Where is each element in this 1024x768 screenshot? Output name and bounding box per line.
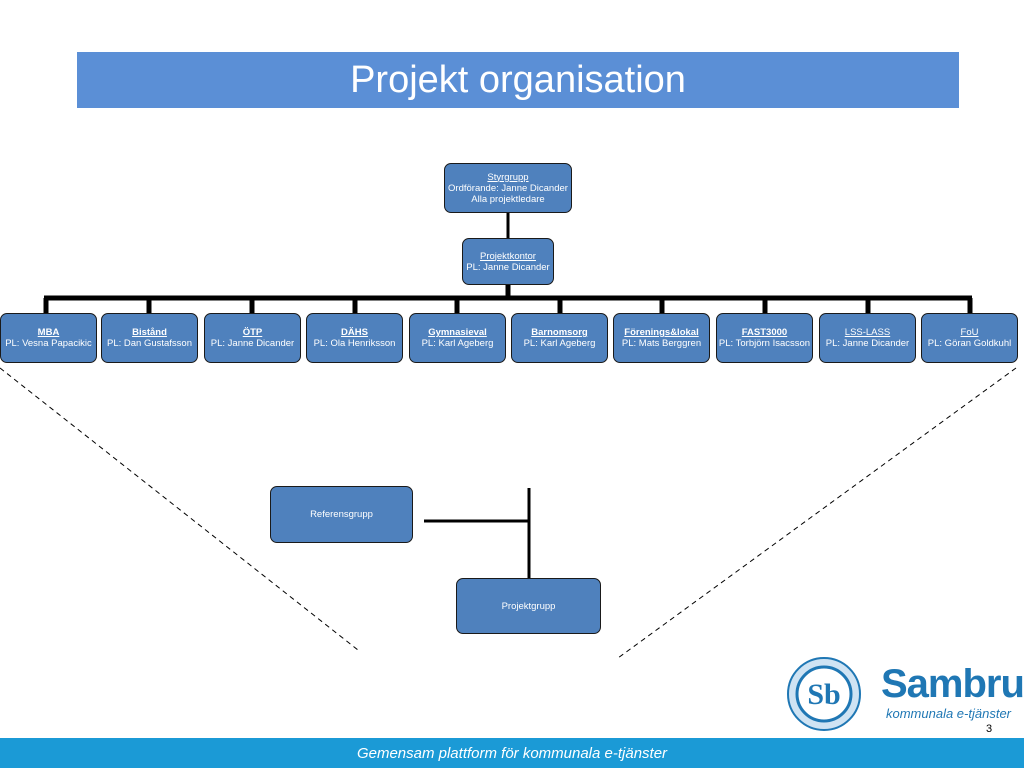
project-box-lss-lass: LSS-LASS PL: Janne Dicander [819,313,916,363]
footer-text: Gemensam plattform för kommunala e-tjäns… [356,744,668,762]
dashed-projection-left [0,367,359,651]
sambruk-emblem-icon: Sb [787,657,861,731]
project-name: FoU [960,327,979,338]
project-name: MBA [37,327,60,338]
project-pl: PL: Torbjörn Isacsson [718,338,811,349]
project-name: Barnomsorg [531,327,588,338]
title-bar: Projekt organisation [77,52,959,108]
projektkontor-label: Projektkontor [480,250,536,262]
page-number: 3 [986,723,993,735]
projektgrupp-box: Projektgrupp [456,578,601,634]
project-box-otp: ÖTP PL: Janne Dicander [204,313,301,363]
project-name: FAST3000 [741,327,788,338]
project-name: LSS-LASS [844,327,891,338]
project-name: Förenings&lokal [624,327,699,338]
styrgrupp-chair: Ordförande: Janne Dicander [448,182,568,194]
project-pl: PL: Janne Dicander [825,338,910,349]
project-name: Bistånd [132,327,167,338]
project-pl: PL: Mats Berggren [621,338,702,349]
dashed-projection-right [617,367,1017,659]
project-box-fou: FoU PL: Göran Goldkuhl [921,313,1018,363]
project-box-dahs: DÄHS PL: Ola Henriksson [306,313,403,363]
project-box-mba: MBA PL: Vesna Papacikic [0,313,97,363]
project-pl: PL: Ola Henriksson [313,338,396,349]
footer-bar: Gemensam plattform för kommunala e-tjäns… [0,738,1024,768]
project-name: ÖTP [242,327,263,338]
slide-title: Projekt organisation [350,58,686,101]
styrgrupp-members: Alla projektledare [471,193,545,205]
project-pl: PL: Karl Ageberg [421,338,494,349]
project-pl: PL: Göran Goldkuhl [927,338,1012,349]
project-name: DÄHS [341,327,368,338]
project-box-forenings: Förenings&lokal PL: Mats Berggren [613,313,710,363]
project-pl: PL: Vesna Papacikic [5,338,92,349]
logo-subtitle: kommunala e-tjänster [886,706,1011,721]
projektkontor-box: Projektkontor PL: Janne Dicander [462,238,554,285]
project-pl: PL: Janne Dicander [210,338,295,349]
styrgrupp-label: Styrgrupp [487,171,529,183]
referensgrupp-box: Referensgrupp [270,486,413,543]
styrgrupp-box: Styrgrupp Ordförande: Janne Dicander All… [444,163,572,213]
projektgrupp-label: Projektgrupp [501,600,556,612]
project-box-fast3000: FAST3000 PL: Torbjörn Isacsson [716,313,813,363]
project-box-gymnasieval: Gymnasieval PL: Karl Ageberg [409,313,506,363]
referensgrupp-label: Referensgrupp [310,509,373,520]
projektkontor-pl: PL: Janne Dicander [466,261,550,273]
project-box-barnomsorg: Barnomsorg PL: Karl Ageberg [511,313,608,363]
svg-text:Sb: Sb [807,678,840,711]
project-pl: PL: Dan Gustafsson [106,338,193,349]
project-box-bistand: Bistånd PL: Dan Gustafsson [101,313,198,363]
project-name: Gymnasieval [428,327,487,338]
project-pl: PL: Karl Ageberg [523,338,596,349]
